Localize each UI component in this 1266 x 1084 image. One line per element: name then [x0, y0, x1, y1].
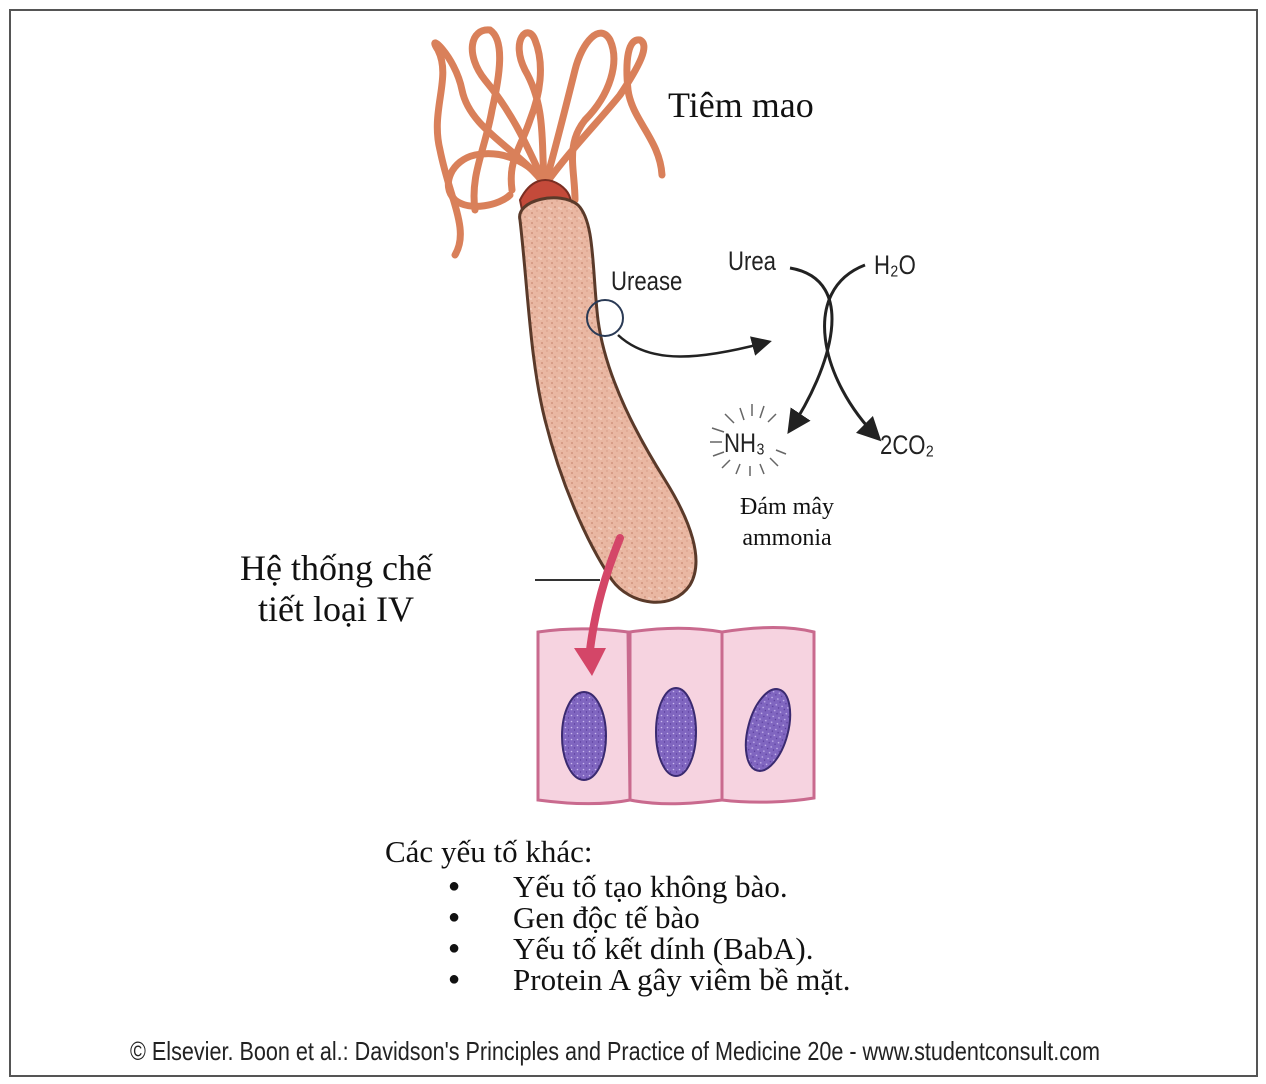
secretion-line1: Hệ thống chế	[240, 548, 432, 589]
list-item: Protein A gây viêm bề mặt.	[385, 964, 851, 995]
urease-arrow	[618, 335, 768, 357]
secretion-line2: tiết loại IV	[240, 589, 432, 630]
list-item: Gen độc tế bào	[385, 902, 851, 933]
reaction-arrow-water	[825, 265, 878, 438]
ammonia-cloud-label: Đám mây ammonia	[740, 492, 834, 554]
nucleus	[562, 692, 606, 780]
water-label: H₂O	[874, 250, 916, 281]
urea-label: Urea	[728, 246, 776, 277]
other-factors: Các yếu tố khác: Yếu tố tạo không bào. G…	[385, 836, 851, 995]
ammonia-label: NH₃	[724, 428, 765, 459]
ammonia-cloud-line1: Đám mây	[740, 492, 834, 523]
flagella-label: Tiêm mao	[668, 84, 814, 126]
other-factors-title: Các yếu tố khác:	[385, 836, 851, 867]
bacterium-body	[520, 198, 696, 602]
secretion-system-label: Hệ thống chế tiết loại IV	[240, 548, 432, 631]
credit-line: © Elsevier. Boon et al.: Davidson's Prin…	[130, 1036, 1100, 1067]
urease-label: Urease	[611, 266, 682, 297]
ammonia-cloud-line2: ammonia	[740, 523, 834, 554]
list-item: Yếu tố tạo không bào.	[385, 871, 851, 902]
nucleus	[656, 688, 696, 776]
list-item: Yếu tố kết dính (BabA).	[385, 933, 851, 964]
carbon-dioxide-label: 2CO₂	[880, 430, 934, 461]
other-factors-list: Yếu tố tạo không bào. Gen độc tế bào Yếu…	[385, 871, 851, 995]
